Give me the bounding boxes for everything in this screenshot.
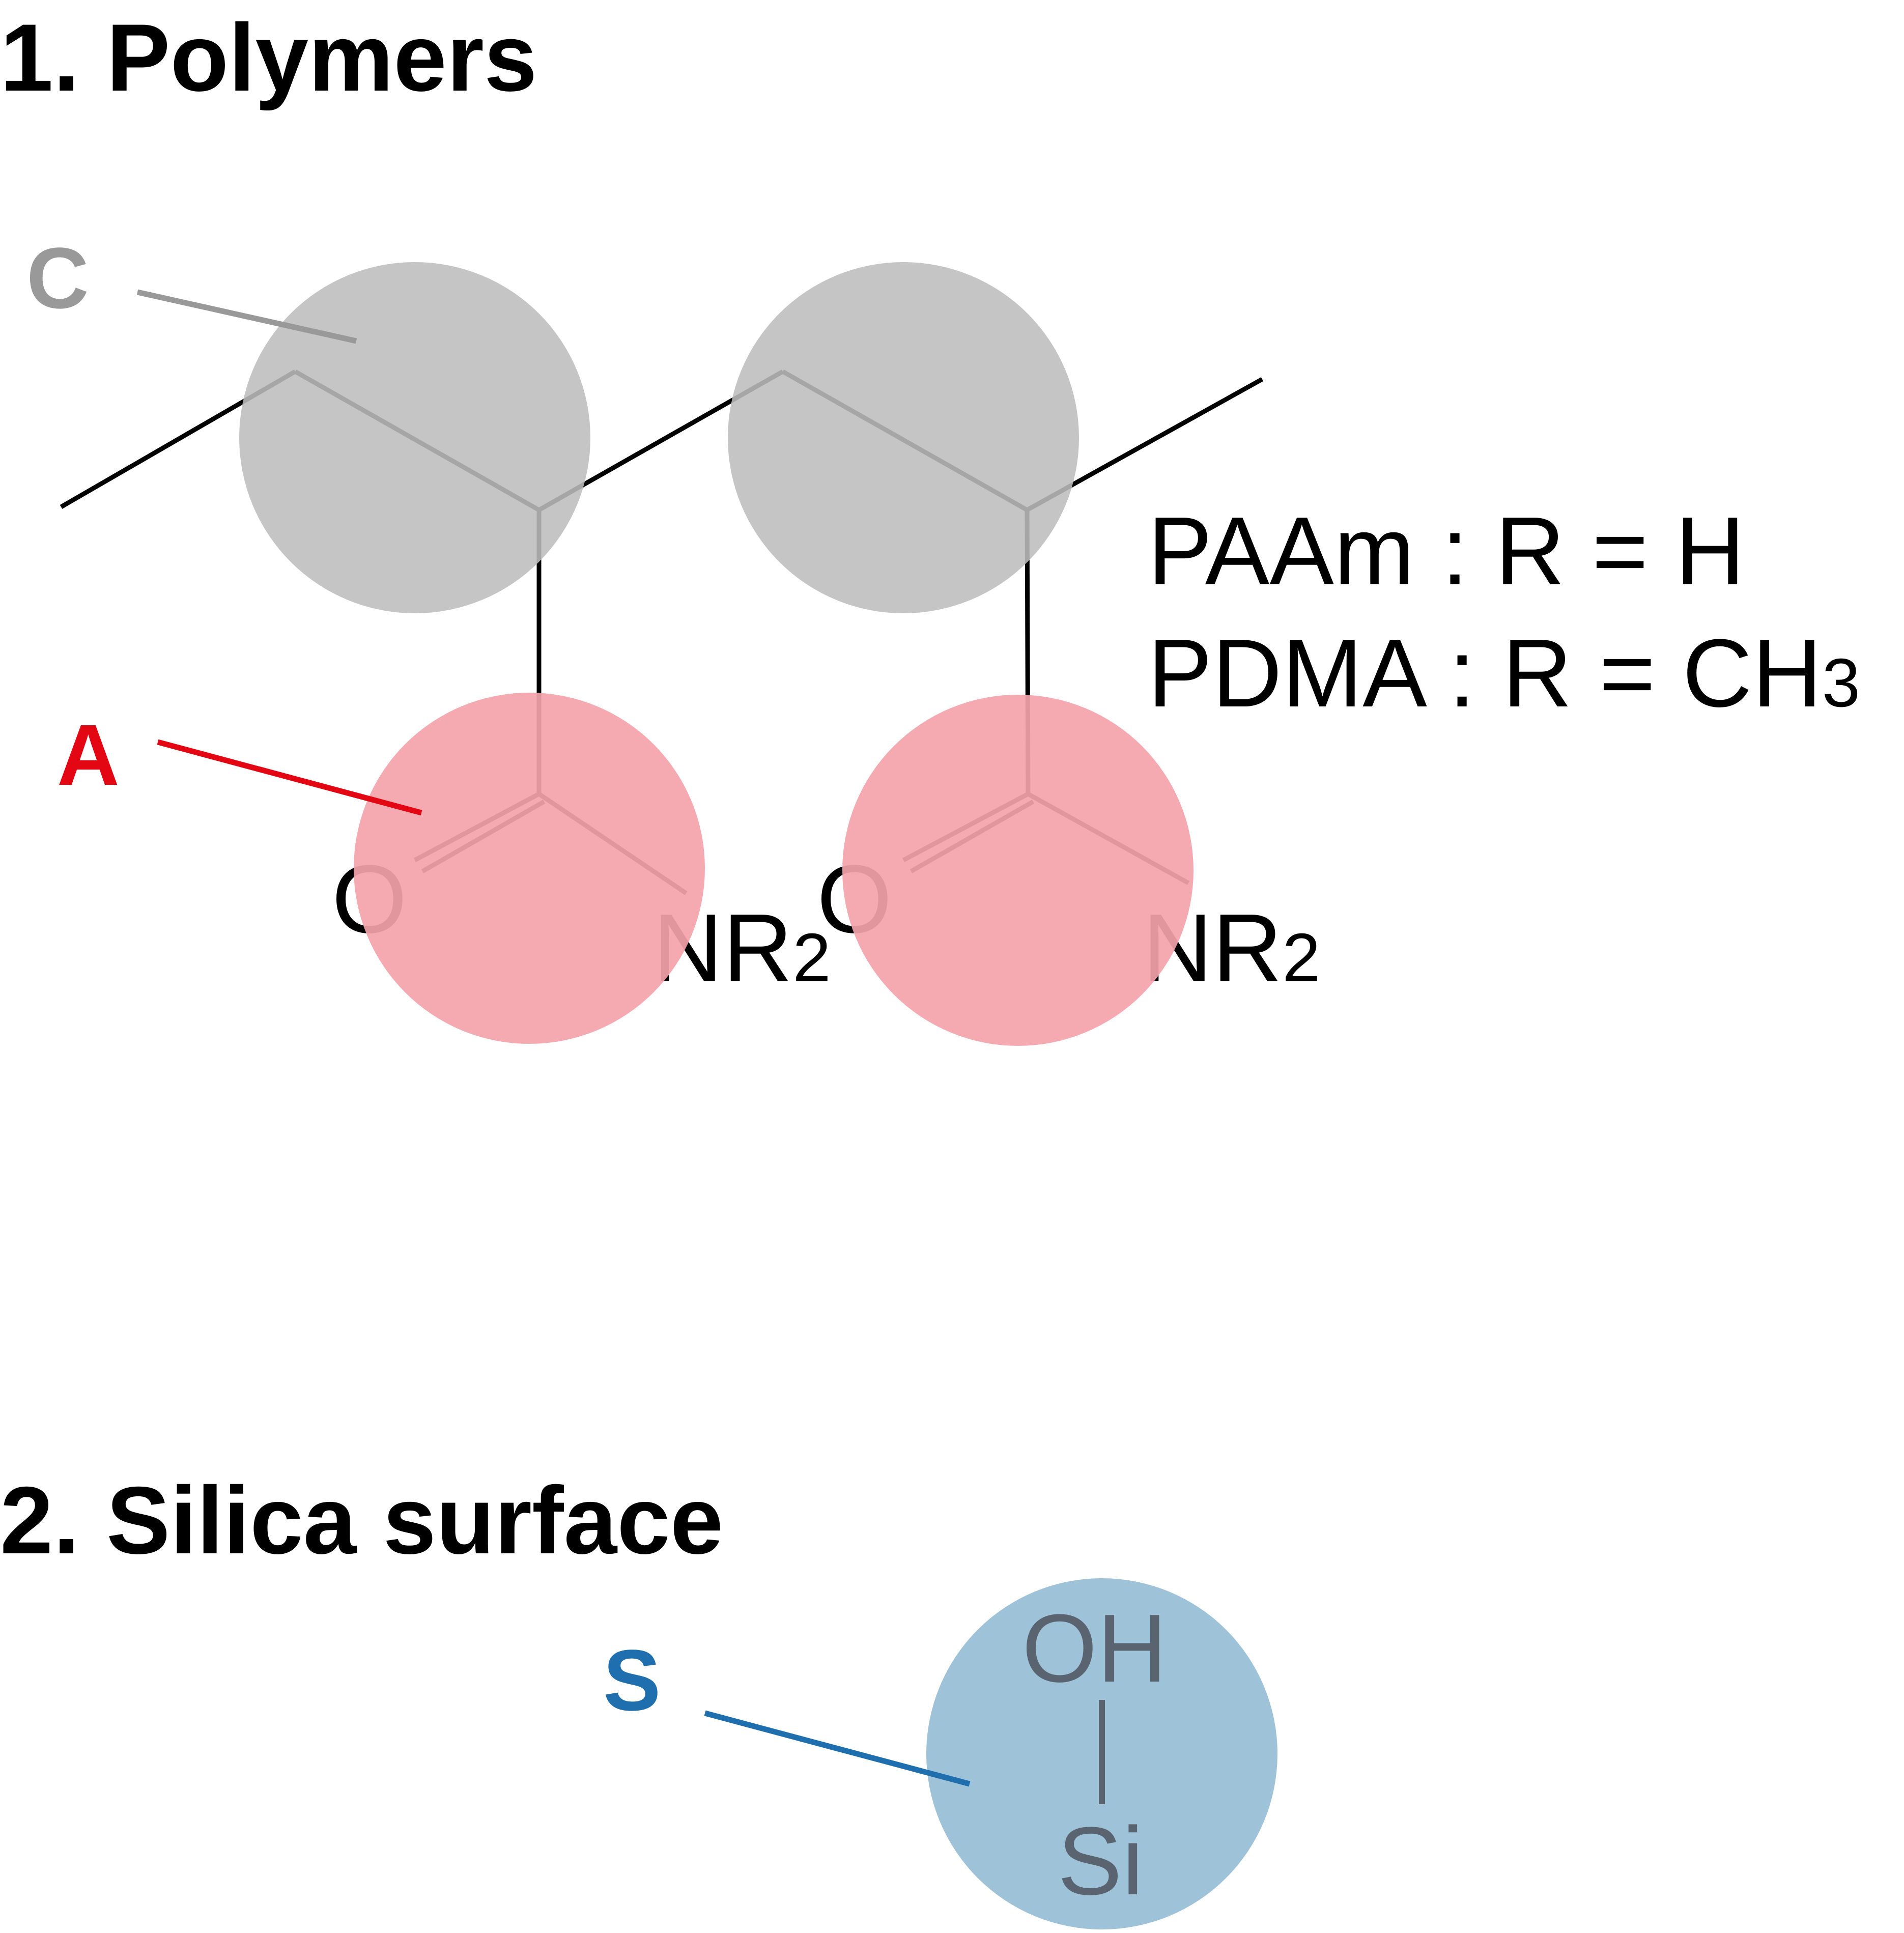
silica-silicon-label: Si xyxy=(1058,1807,1144,1915)
amide-label-left-subscript: 2 xyxy=(792,919,831,996)
silica-heading: 2. Silica surface xyxy=(0,1467,723,1574)
pdma-formula-subscript: 3 xyxy=(1822,644,1860,721)
pdma-formula: PDMA : R = CH3 xyxy=(1148,619,1860,727)
amide-highlight-left xyxy=(354,693,705,1044)
c-group-tag: C xyxy=(26,230,89,327)
amide-label-right-subscript: 2 xyxy=(1282,919,1320,996)
a-group-tag: A xyxy=(57,707,120,804)
s-group-tag: S xyxy=(603,1632,661,1729)
pdma-formula-main: PDMA : R = CH xyxy=(1148,619,1822,727)
s-group-leader xyxy=(704,1710,971,1787)
polymers-heading: 1. Polymers xyxy=(0,4,537,111)
a-group-leader xyxy=(157,739,422,816)
paam-formula: PAAm : R = H xyxy=(1148,497,1745,605)
amide-highlight-right xyxy=(842,695,1193,1046)
backbone-highlight-right xyxy=(728,262,1079,613)
c-group-leader xyxy=(136,289,357,344)
silica-hydroxyl-label: OH xyxy=(1022,1595,1167,1702)
backbone-highlight-left xyxy=(239,262,590,613)
